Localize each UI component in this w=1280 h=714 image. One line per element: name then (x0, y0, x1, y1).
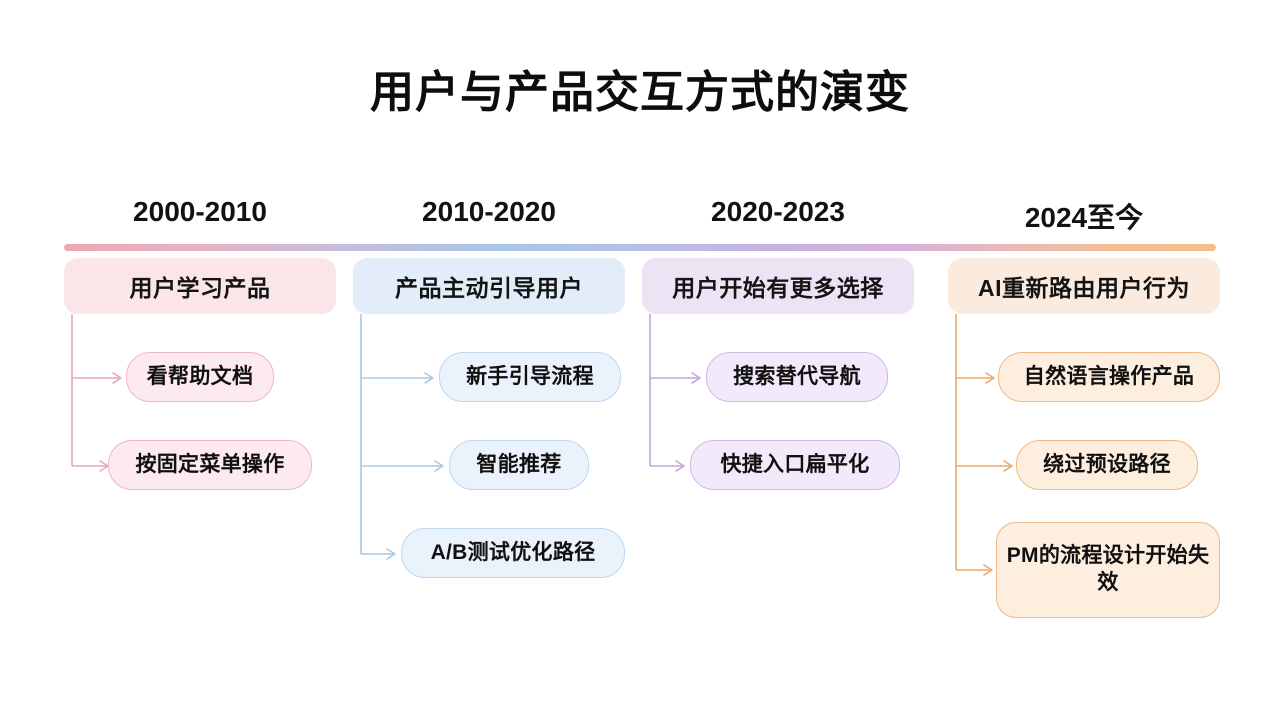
era-headline-card-1[interactable]: 用户学习产品 (64, 258, 336, 314)
era-3-item-1[interactable]: 搜索替代导航 (706, 352, 888, 402)
era-period-2020-2023: 2020-2023 (711, 196, 845, 227)
era-headline-card-4[interactable]: AI重新路由用户行为 (948, 258, 1220, 314)
era-4-item-1[interactable]: 自然语言操作产品 (998, 352, 1220, 402)
era-period-2010-2020: 2010-2020 (422, 196, 556, 227)
era-2-item-1[interactable]: 新手引导流程 (439, 352, 621, 402)
timeline-diagram: 2000-2010 2010-2020 2020-2023 2024至今 用户学… (64, 196, 1220, 666)
era-headline-card-3[interactable]: 用户开始有更多选择 (642, 258, 914, 314)
timeline-axis-bar (64, 244, 1216, 251)
era-2-item-2[interactable]: 智能推荐 (449, 440, 589, 490)
era-headline-card-2[interactable]: 产品主动引导用户 (353, 258, 625, 314)
era-1-item-1[interactable]: 看帮助文档 (126, 352, 274, 402)
era-period-2024-now: 2024至今 (1024, 202, 1144, 233)
era-4-item-3[interactable]: PM的流程设计开始失效 (996, 522, 1220, 618)
era-2-item-3[interactable]: A/B测试优化路径 (401, 528, 625, 578)
era-4-item-2[interactable]: 绕过预设路径 (1016, 440, 1198, 490)
era-period-2000-2010: 2000-2010 (133, 196, 267, 227)
era-1-item-2[interactable]: 按固定菜单操作 (108, 440, 312, 490)
page-title: 用户与产品交互方式的演变 (370, 68, 910, 117)
era-3-item-2[interactable]: 快捷入口扁平化 (690, 440, 900, 490)
